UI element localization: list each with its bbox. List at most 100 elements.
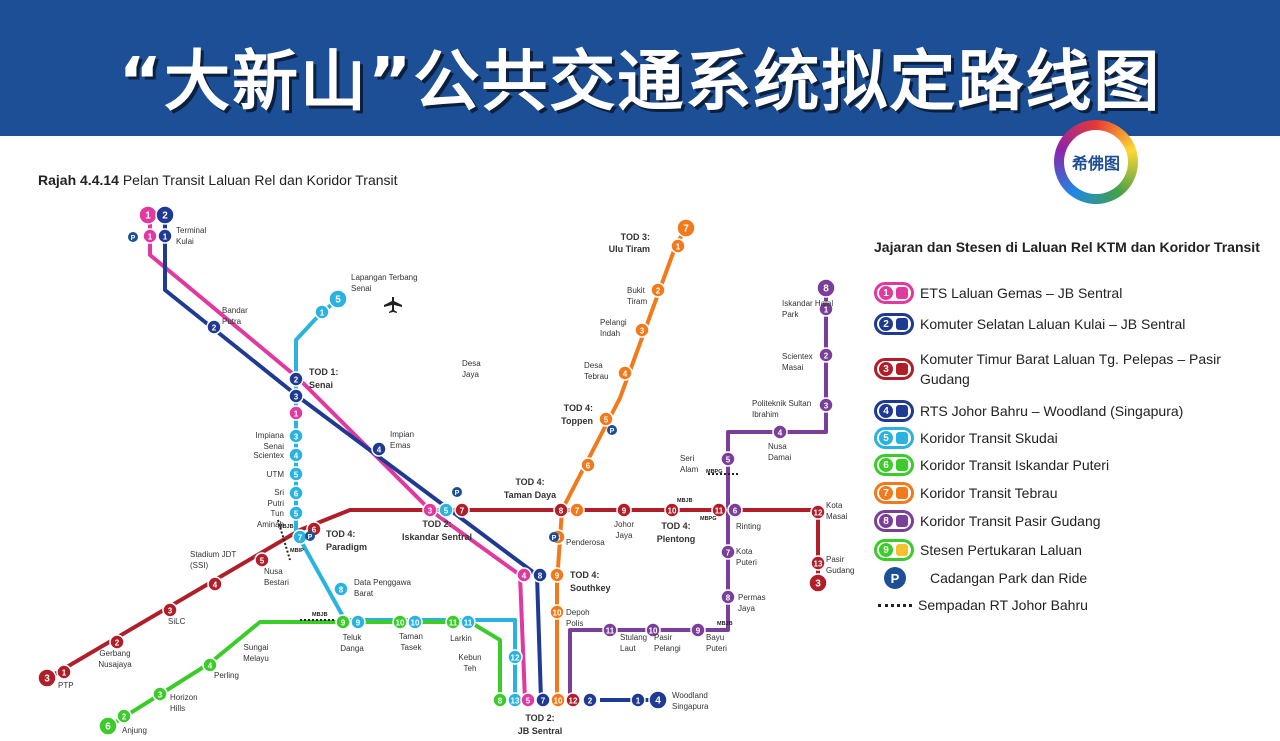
legend-label: Koridor Transit Tebrau [920,485,1058,501]
border-code-label: MBJB [312,612,328,618]
tod-label: TOD 3: [621,232,650,242]
station-number: 7 [575,507,580,516]
station-label: Impian [390,430,414,439]
tod-label: TOD 2: [525,713,554,723]
watermark-logo: 希佛图 [1054,120,1138,204]
station-marker [720,544,736,560]
station-label: Tebrau [584,372,608,381]
station-number: 4 [655,696,661,707]
line-badge-icon: 1 [874,282,914,304]
station-label: Pasir [826,555,845,564]
station-marker [808,573,828,593]
line-badge-icon: 7 [874,482,914,504]
station-marker [152,686,168,702]
station-number: 5 [335,295,341,306]
station-number: 9 [622,507,627,516]
train-icon [896,432,908,444]
station-marker [254,552,270,568]
tod-label: TOD 4: [661,521,690,531]
border-code-label: MBJB [717,621,733,627]
station-label: Aminah [257,520,284,529]
station-number: 9 [341,619,346,628]
station-marker [818,301,834,317]
station-marker [56,664,72,680]
station-label: Singapura [672,702,709,711]
station-marker [565,692,581,708]
station-marker [438,502,454,518]
station-label: Hills [170,704,185,713]
station-marker [818,397,834,413]
station-marker [155,205,175,225]
station-marker [550,692,566,708]
station-marker [634,322,650,338]
station-marker [98,716,118,736]
station-number: 9 [356,619,361,628]
station-marker [142,228,158,244]
parking-icon-text: P [455,490,460,497]
station-marker [507,649,523,665]
station-number: 10 [668,507,677,516]
station-label: Tasek [401,643,423,652]
station-number: 4 [213,581,218,590]
station-label: UTM [267,470,285,479]
station-marker [553,502,569,518]
station-number: 9 [555,572,560,581]
station-number: 12 [814,509,823,518]
station-label: Masai [826,512,848,521]
station-number: 3 [824,402,829,411]
station-number: 8 [823,284,829,295]
line-badge-icon: 2 [874,313,914,335]
station-number: 1 [62,669,67,678]
station-number: 3 [294,433,299,442]
station-marker [328,289,348,309]
tod-label: TOD 1: [309,367,338,377]
station-label: Damai [768,453,791,462]
train-icon [896,459,908,471]
station-number: 3 [158,691,163,700]
station-number: 13 [511,697,520,706]
station-number: 11 [606,627,615,636]
line-number: 2 [879,317,893,331]
station-label: Depoh [566,608,590,617]
station-marker [288,447,304,463]
station-marker [350,614,366,630]
legend-label: Sempadan RT Johor Bahru [918,597,1088,613]
station-number: 6 [312,526,317,535]
station-number: 11 [715,507,724,516]
train-icon [896,405,908,417]
station-marker [288,388,304,404]
station-number: 4 [294,452,299,461]
station-number: 10 [553,609,562,618]
parking-icon: P [884,567,906,589]
line-number: 9 [879,543,893,557]
line-6-path [106,620,502,729]
station-number: 1 [636,697,641,706]
station-label: Pelangi [600,318,627,327]
legend-label: Stesen Pertukaran Laluan [920,542,1082,558]
station-label: Kota [736,547,753,556]
station-marker [37,668,57,688]
border-code-label: MBPG [706,469,723,475]
tod-label: Taman Daya [504,490,557,500]
station-number: 2 [122,713,127,722]
station-label: Desa [584,361,603,370]
station-label: Pelangi [654,644,681,653]
station-number: 9 [696,627,701,636]
station-number: 12 [511,654,520,663]
legend-label: Komuter Timur Barat Laluan Tg. Pelepas –… [920,351,1221,387]
station-marker [772,424,788,440]
parking-icon [128,232,138,242]
line-number: 8 [879,514,893,528]
border-code-label: MBJB [278,524,294,530]
station-label: Puteri [706,644,727,653]
train-icon [896,487,908,499]
line-badge-icon: 4 [874,400,914,422]
station-number: 3 [294,393,299,402]
station-label: Ibrahim [752,410,779,419]
watermark-logo-text: 希佛图 [1064,130,1128,194]
station-number: 11 [464,619,473,628]
parking-icon [452,487,462,497]
station-label: Teluk [343,633,363,642]
